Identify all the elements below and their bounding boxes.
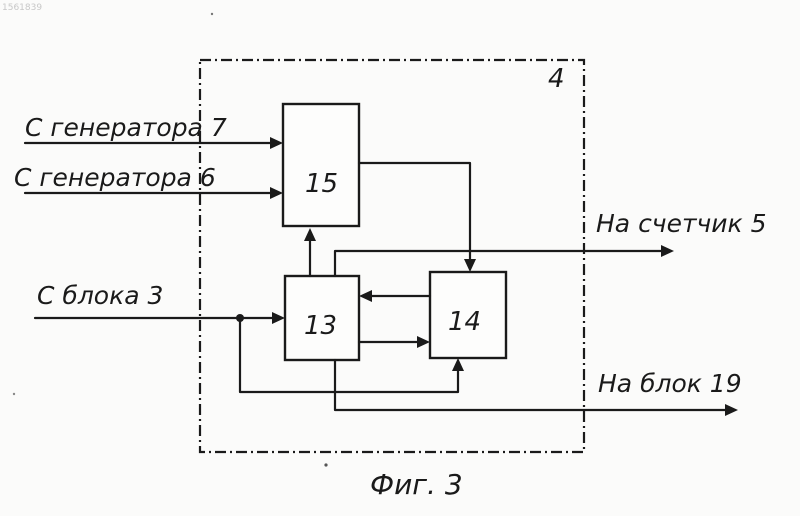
scan-speck [211,13,213,15]
arrowhead-14-to-13 [359,290,372,302]
unit-4-label: 4 [548,64,565,94]
scan-speck [324,463,327,466]
arrowhead-13-to-15 [304,228,316,241]
arrowhead-block19 [725,404,738,416]
arrowhead-gen7 [270,137,283,149]
arrowhead-13-to-14 [417,336,430,348]
arrowhead-15-to-14 [464,259,476,272]
arrowhead-gen6 [270,187,283,199]
arrowhead-junction-to-14 [452,358,464,371]
block-14-label: 14 [448,307,481,337]
label-to-block19: На блок 19 [598,369,742,398]
block-15-label: 15 [305,169,338,199]
label-to-counter5: На счетчик 5 [596,209,767,238]
arrowhead-counter5 [661,245,674,257]
line-15-to-14 [359,163,470,264]
block-13-label: 13 [304,311,337,341]
scan-speck [13,393,15,395]
figure-caption: Фиг. 3 [370,468,463,501]
label-from-block3: С блока 3 [37,281,163,310]
label-from-gen7: С генератора 7 [25,113,227,142]
label-from-gen6: С генератора 6 [14,163,216,192]
block-15 [283,104,359,226]
arrowhead-block3 [272,312,285,324]
unit-4-frame [200,60,584,452]
doc-number: 1561839 [2,3,42,13]
